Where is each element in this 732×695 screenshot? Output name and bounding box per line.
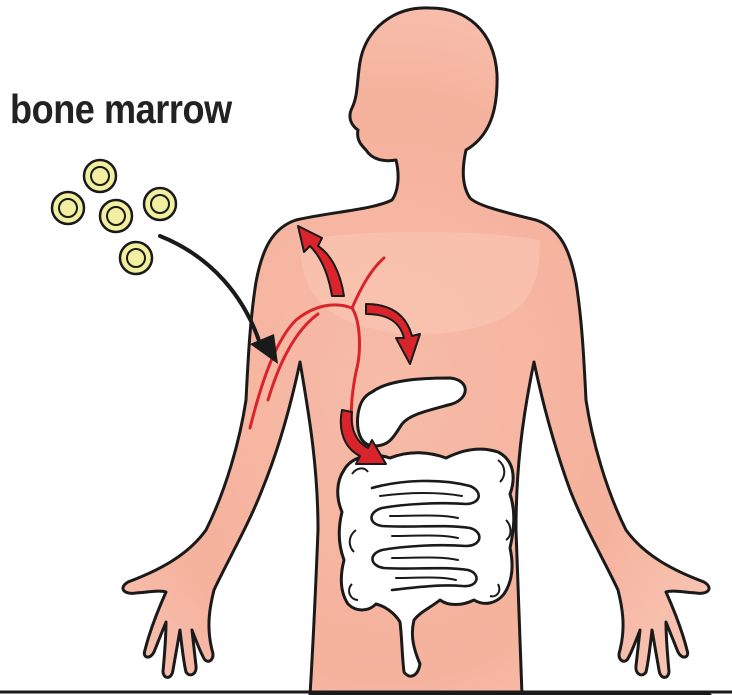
stem-cell-icon [144, 188, 176, 220]
black-arrow-icon [160, 236, 262, 350]
bone-marrow-label: bone marrow [10, 86, 232, 133]
stem-cells [52, 160, 176, 274]
stem-cell-icon [52, 192, 84, 224]
stem-cell-icon [84, 160, 116, 192]
stem-cell-icon [120, 242, 152, 274]
stem-cell-icon [100, 200, 132, 232]
